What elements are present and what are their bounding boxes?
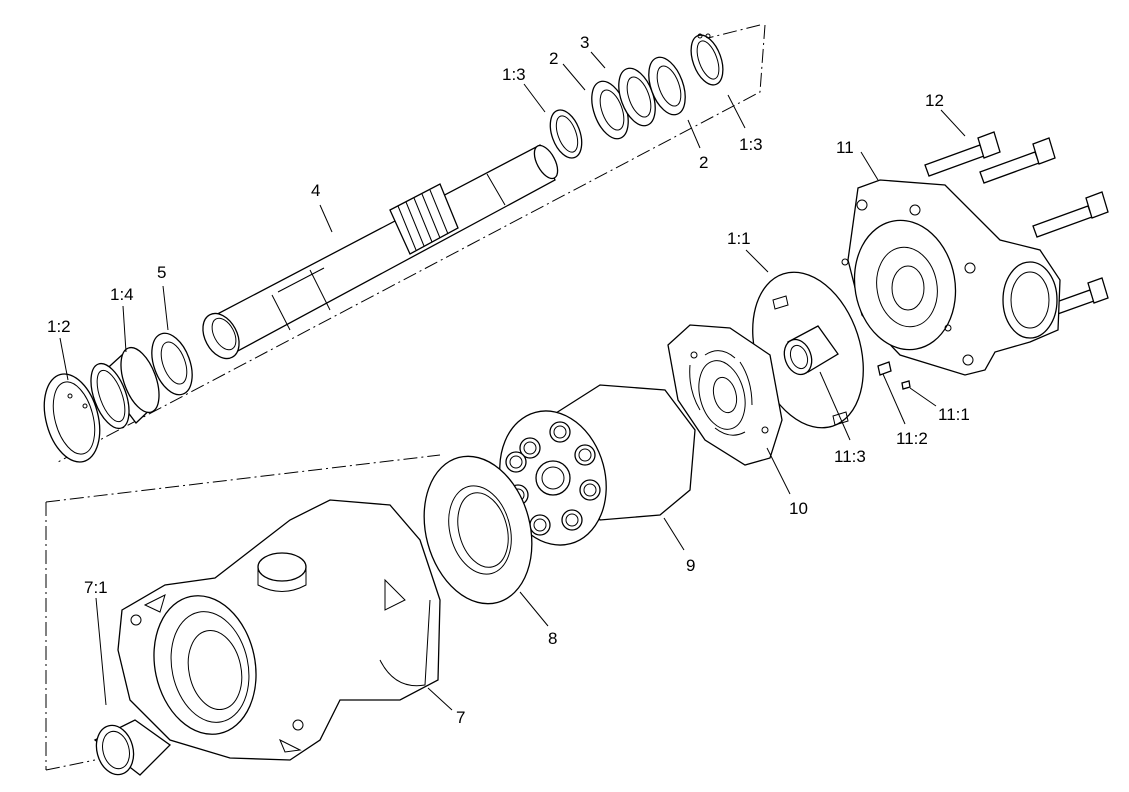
label-shaft-4: 4 [311,181,320,200]
label-ring-1-2: 1:2 [47,317,71,336]
label-bearing-1-4: 1:4 [110,285,134,304]
label-bolt-12: 12 [925,91,944,110]
label-valve-plate-10: 10 [789,499,808,518]
pins-11 [877,361,911,390]
bearing-7-1 [93,719,172,776]
label-pin-11-1: 11:1 [938,405,970,424]
label-thrust-plate-8: 8 [548,629,557,648]
label-ring-1-3-top: 1:3 [502,65,526,84]
label-bearing-11-3: 11:3 [834,447,866,466]
label-washer-2-bottom: 2 [699,153,708,172]
shaft-4 [202,144,559,360]
retaining-ring-1-3-right [690,33,724,86]
housing-7 [117,499,441,761]
leader-lines [59,51,966,711]
washer-2-right [648,56,686,116]
label-washer-5: 5 [157,263,166,282]
part-labels: 1:3 2 3 2 1:3 4 1:2 1:4 5 1:1 12 11 11:3… [47,33,970,727]
bearing-11-3 [783,325,839,376]
label-washer-2-top: 2 [549,49,558,68]
label-bearing-7-1: 7:1 [84,578,108,597]
label-pin-11-2: 11:2 [896,429,928,448]
label-port-plate-1-1: 1:1 [727,229,751,248]
retaining-ring-1-3-left [549,109,583,159]
label-ring-1-3-right: 1:3 [739,135,763,154]
label-housing-7: 7 [456,708,465,727]
valve-plate-10 [667,324,783,466]
label-cylinder-block-9: 9 [686,556,695,575]
bearing-1-4 [90,346,160,430]
thrust-plate-8 [423,455,533,605]
end-cap-11 [841,179,1061,376]
retaining-ring-1-2 [43,373,101,463]
label-spacer-3: 3 [580,33,589,52]
bolts-12 [924,131,1109,317]
label-end-cap-11: 11 [836,138,854,157]
washer-5 [151,332,193,396]
spacer-3 [618,67,656,127]
